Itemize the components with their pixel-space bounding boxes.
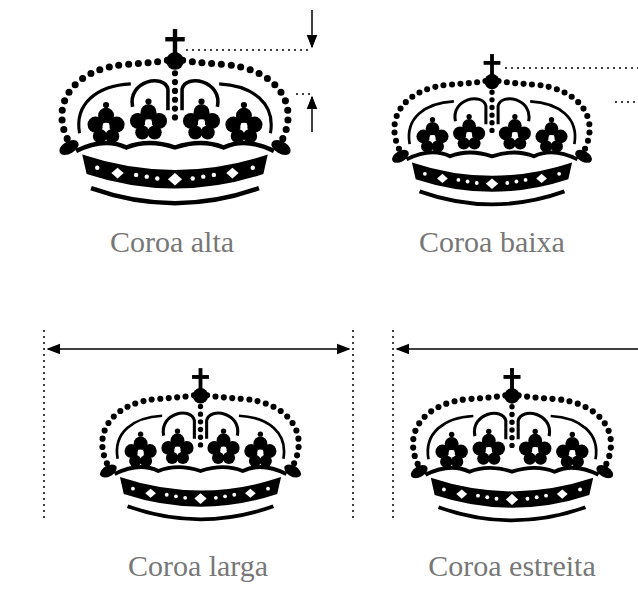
crown-caption: Coroa estreita [428, 549, 595, 584]
crown-caption: Coroa baixa [419, 225, 565, 260]
low-crown [390, 54, 594, 204]
width-dimension [44, 330, 353, 522]
crown-caption: Coroa alta [110, 225, 234, 260]
crown-caption: Coroa larga [128, 549, 268, 584]
wide-crown [98, 368, 304, 519]
tall-crown [57, 29, 294, 203]
height-guides [505, 68, 638, 102]
height-dimension [186, 10, 312, 132]
width-dimension [393, 330, 638, 522]
narrow-crown [408, 368, 615, 520]
